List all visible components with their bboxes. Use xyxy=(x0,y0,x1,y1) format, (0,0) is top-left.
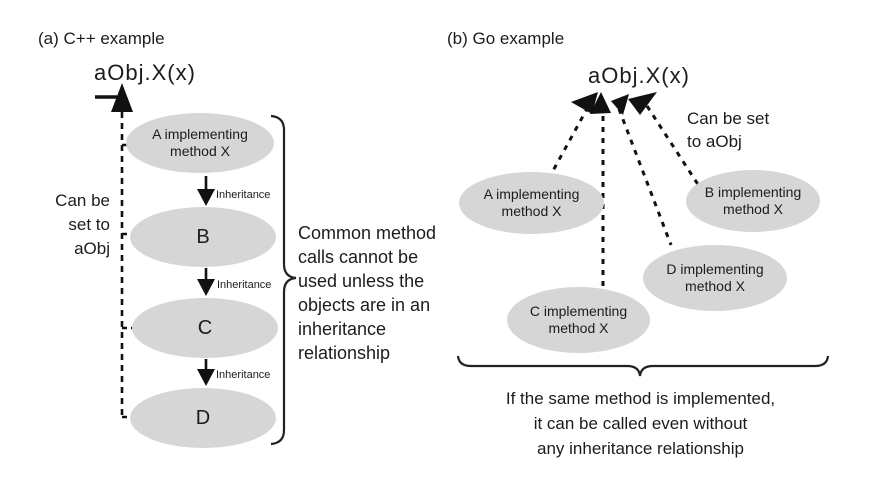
brace-note-line: relationship xyxy=(298,343,391,363)
up-arrow-icon xyxy=(111,83,133,112)
side-note-line: Can be xyxy=(55,191,110,210)
node-label: A implementing xyxy=(152,126,248,142)
bottom-note-line: it can be called even without xyxy=(533,414,748,433)
node-label: C implementing xyxy=(529,303,628,319)
side-note-line: to aObj xyxy=(687,132,742,151)
inheritance-arrow-icon xyxy=(197,359,215,386)
dashed-call-line-a xyxy=(549,107,588,178)
node-a-go: A implementing method X xyxy=(459,172,604,234)
inheritance-label: Inheritance xyxy=(217,279,272,291)
node-label: method X xyxy=(170,143,230,159)
dashed-call-line-d xyxy=(619,109,671,245)
panel-cpp-title: (a) C++ example xyxy=(38,29,165,48)
converging-arrowheads-icon xyxy=(571,92,657,115)
vertical-brace xyxy=(271,116,296,444)
brace-note-line: used unless the xyxy=(298,271,425,291)
side-note-go: Can be set to aObj xyxy=(687,107,769,153)
brace-note-line: objects are in an xyxy=(298,295,431,315)
node-b-cpp: B xyxy=(130,207,276,267)
inheritance-arrow-icon xyxy=(197,176,215,206)
node-label: method X xyxy=(548,320,609,336)
side-note-line: set to xyxy=(68,215,110,234)
node-label: method X xyxy=(501,203,562,219)
node-a-cpp: A implementing method X xyxy=(126,113,274,173)
call-expression-cpp: aObj.X(x) xyxy=(94,60,196,85)
node-label: D xyxy=(195,406,211,429)
node-c-cpp: C xyxy=(132,298,278,358)
bottom-note-go: If the same method is implemented, it ca… xyxy=(450,386,831,461)
node-label: B xyxy=(196,225,210,248)
node-label: B implementing xyxy=(704,184,802,200)
panel-go-title: (b) Go example xyxy=(447,29,565,48)
side-note-cpp: Can be set to aObj xyxy=(20,189,110,261)
node-label: method X xyxy=(723,201,783,217)
side-note-line: Can be set xyxy=(687,109,770,128)
node-label: C xyxy=(197,316,213,339)
brace-note-line: calls cannot be xyxy=(298,247,419,267)
dashed-call-line-b xyxy=(647,106,699,186)
node-c-go: C implementing method X xyxy=(507,287,650,353)
brace-note-cpp: Common method calls cannot be used unles… xyxy=(298,221,458,365)
bottom-note-line: any inheritance relationship xyxy=(537,439,744,458)
inheritance-label: Inheritance xyxy=(216,369,271,381)
inheritance-label: Inheritance xyxy=(216,189,271,201)
dashed-stub-lines xyxy=(122,145,138,417)
horizontal-brace xyxy=(458,356,828,376)
call-expression-go: aObj.X(x) xyxy=(588,63,690,88)
bottom-note-line: If the same method is implemented, xyxy=(505,389,776,408)
node-label: D implementing xyxy=(666,261,764,277)
node-label: method X xyxy=(685,278,745,294)
side-note-line: aObj xyxy=(74,239,110,258)
node-d-cpp: D xyxy=(130,388,276,448)
node-d-go: D implementing method X xyxy=(643,245,787,311)
node-label: A implementing xyxy=(483,186,580,202)
node-b-go: B implementing method X xyxy=(686,170,820,232)
brace-note-line: Common method xyxy=(298,223,437,243)
brace-note-line: inheritance xyxy=(298,319,387,339)
inheritance-arrow-icon xyxy=(197,268,215,296)
